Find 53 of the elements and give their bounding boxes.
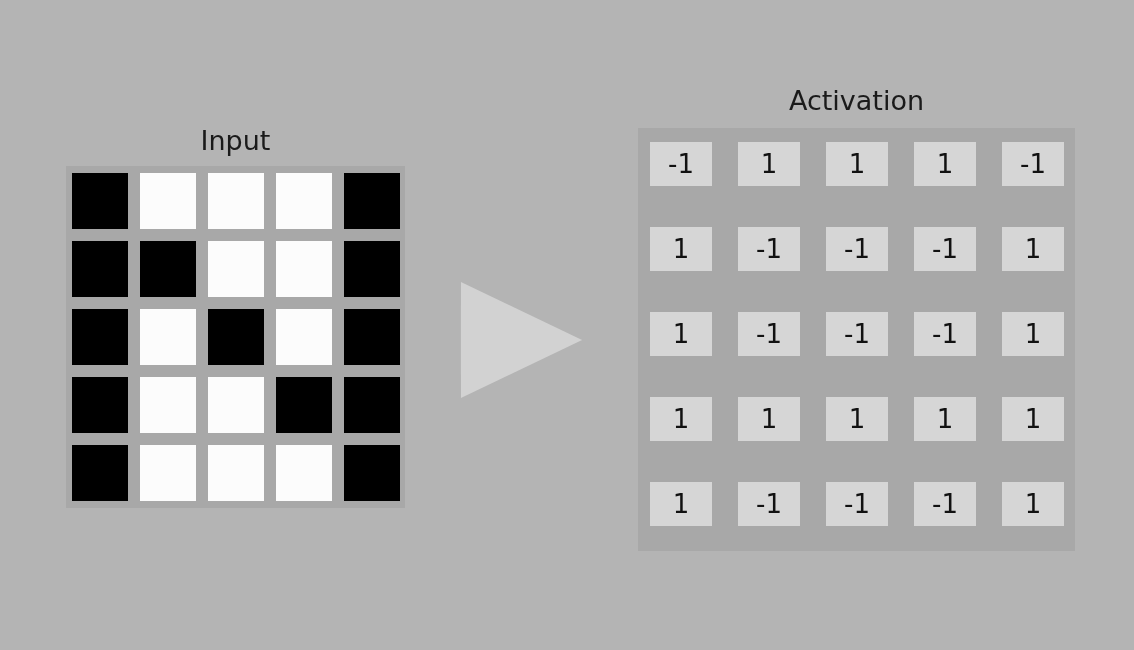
pixel-square xyxy=(140,241,196,297)
pixel-square xyxy=(72,377,128,433)
value-tile: 1 xyxy=(650,227,712,271)
pixel-square xyxy=(140,309,196,365)
pixel-square xyxy=(140,173,196,229)
pixel-square xyxy=(208,241,264,297)
value-tile: -1 xyxy=(826,227,888,271)
pixel-square xyxy=(276,241,332,297)
pixel-square xyxy=(72,241,128,297)
value-tile: -1 xyxy=(914,227,976,271)
pixel-square xyxy=(344,309,400,365)
value-tile: 1 xyxy=(826,142,888,186)
pixel-square xyxy=(208,377,264,433)
pixel-square xyxy=(72,445,128,501)
pixel-square xyxy=(140,377,196,433)
pixel-square xyxy=(276,173,332,229)
pixel-square xyxy=(208,173,264,229)
pixel-square xyxy=(208,445,264,501)
value-tile: 1 xyxy=(1002,482,1064,526)
value-tile: -1 xyxy=(650,142,712,186)
pixel-square xyxy=(276,445,332,501)
pixel-square xyxy=(344,241,400,297)
value-tile: 1 xyxy=(914,142,976,186)
pixel-square xyxy=(72,309,128,365)
value-tile: 1 xyxy=(650,482,712,526)
pixel-square xyxy=(140,445,196,501)
value-tile: 1 xyxy=(1002,312,1064,356)
value-tile: -1 xyxy=(826,312,888,356)
value-tile: -1 xyxy=(1002,142,1064,186)
value-tile: 1 xyxy=(650,397,712,441)
panel-heading: Input xyxy=(199,125,272,156)
value-tile: 1 xyxy=(738,142,800,186)
pixel-square xyxy=(344,377,400,433)
value-tile: -1 xyxy=(738,482,800,526)
value-tile: -1 xyxy=(914,312,976,356)
pixel-square xyxy=(344,445,400,501)
value-tile: 1 xyxy=(1002,397,1064,441)
pixel-square xyxy=(72,173,128,229)
value-tile: 1 xyxy=(738,397,800,441)
pixel-square xyxy=(276,309,332,365)
value-tile: 1 xyxy=(826,397,888,441)
pixel-square xyxy=(344,173,400,229)
value-tile: 1 xyxy=(914,397,976,441)
value-tile: -1 xyxy=(738,227,800,271)
value-tile: -1 xyxy=(914,482,976,526)
value-tile: -1 xyxy=(826,482,888,526)
value-tile: 1 xyxy=(1002,227,1064,271)
pixel-square xyxy=(276,377,332,433)
panel-heading: Activation xyxy=(787,85,926,116)
pixel-square xyxy=(208,309,264,365)
arrow xyxy=(460,282,583,398)
value-tile: -1 xyxy=(738,312,800,356)
value-tile: 1 xyxy=(650,312,712,356)
